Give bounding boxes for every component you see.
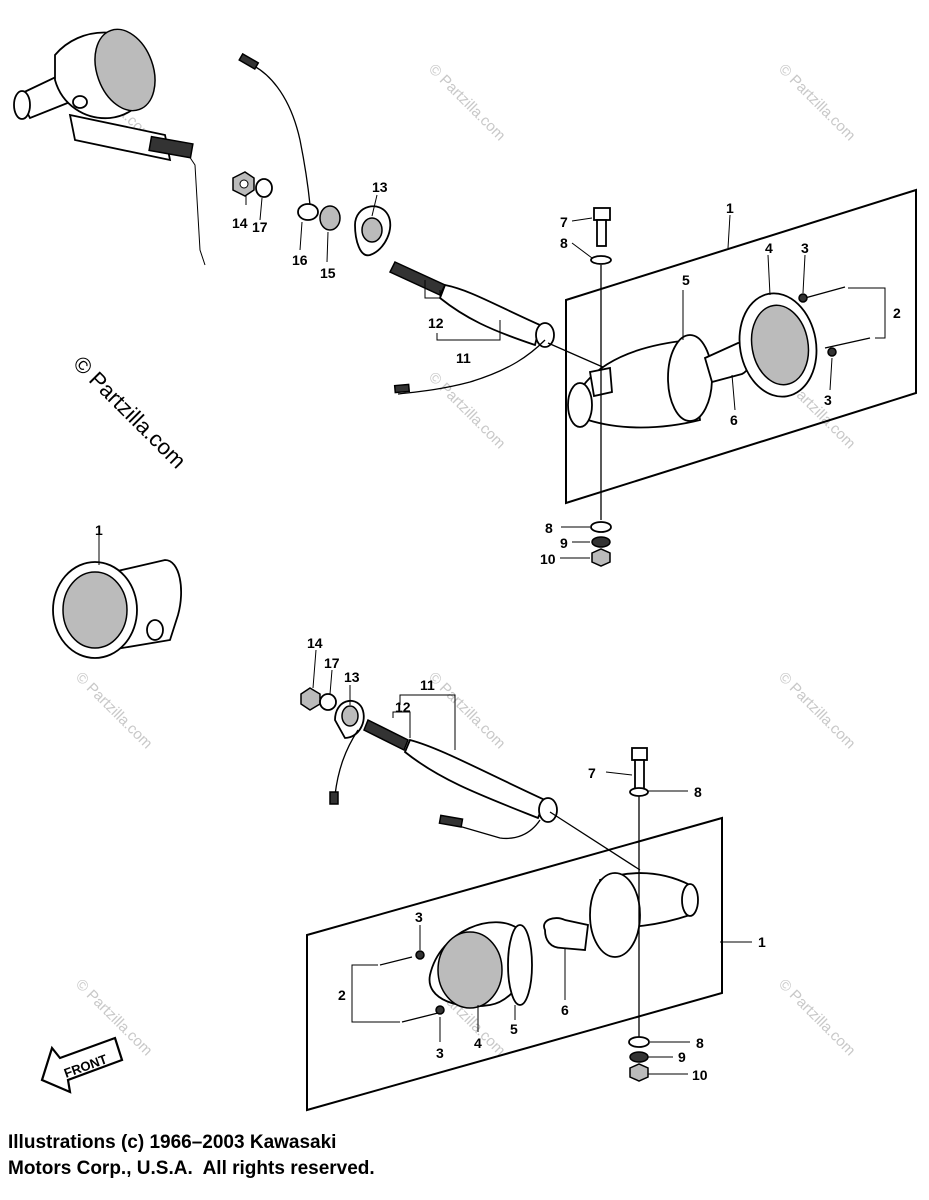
callout-14-bottom: 14 — [307, 635, 323, 651]
callout-16: 16 — [292, 252, 308, 268]
stem-11-bottom — [363, 718, 558, 840]
callout-11: 11 — [456, 350, 471, 366]
callout-3b: 3 — [824, 392, 832, 408]
callout-3b-bottom: 3 — [436, 1045, 444, 1061]
bolt-7-bottom — [628, 747, 650, 1082]
wire-connector — [238, 52, 260, 70]
callout-8b: 8 — [545, 520, 553, 536]
stem-11 — [388, 261, 555, 395]
leader-lines-bottom — [312, 649, 752, 1075]
rim-5-bottom — [507, 924, 533, 1006]
watermark-text: © Partzilla.com — [775, 976, 858, 1059]
lens-4 — [738, 292, 818, 398]
leader-line — [549, 811, 641, 871]
bulb-6-bottom — [543, 917, 589, 951]
nut-3a-bottom — [415, 950, 425, 960]
ring-16 — [297, 203, 319, 221]
callout-10: 10 — [540, 551, 556, 567]
screw-2a-bottom — [379, 956, 413, 966]
detail-panel-bottom — [306, 816, 723, 1112]
leader-line — [547, 342, 606, 369]
callout-4: 4 — [765, 240, 773, 256]
nut-3b-bottom — [435, 1005, 445, 1015]
watermark-text: © Partzilla.com — [425, 369, 508, 452]
callout-11-bottom: 11 — [420, 677, 435, 693]
callout-9: 9 — [560, 535, 568, 551]
copyright-line-1: Illustrations (c) 1966–2003 Kawasaki — [8, 1132, 337, 1153]
lens-4-bottom — [428, 921, 533, 1009]
callouts-bottom: 14 17 13 11 12 7 8 1 3 2 3 4 5 6 8 9 10 — [307, 635, 766, 1083]
nut-14 — [232, 171, 255, 197]
watermark-text: © Partzilla.com — [775, 669, 858, 752]
lock-washer-17-bottom — [319, 693, 337, 711]
callout-7: 7 — [560, 214, 568, 230]
callout-1: 1 — [726, 200, 734, 216]
front-arrow-icon: FRONT — [40, 1036, 124, 1094]
callout-12: 12 — [428, 315, 444, 331]
watermarks: © Partzilla.com © Partzilla.com © Partzi… — [68, 61, 858, 1059]
watermark-text: © Partzilla.com — [425, 669, 508, 752]
grommet-13-bottom-inner — [341, 705, 359, 727]
callout-14: 14 — [232, 215, 248, 231]
lamp-housing-bottom — [589, 872, 699, 958]
watermark-text: © Partzilla.com — [775, 61, 858, 144]
callout-17-bottom: 17 — [324, 655, 340, 671]
watermark-text-large: © Partzilla.com — [68, 351, 191, 474]
callout-13-bottom: 13 — [344, 669, 360, 685]
assembled-turn-signal: 1 — [52, 522, 182, 659]
callout-8a-bottom: 8 — [694, 784, 702, 800]
callout-5: 5 — [682, 272, 690, 288]
grommet-13-inner — [361, 217, 383, 243]
nut-14-bottom — [300, 687, 321, 711]
callout-2: 2 — [893, 305, 901, 321]
callout-4-bottom: 4 — [474, 1035, 482, 1051]
wire-connector-bottom — [329, 791, 339, 805]
grommet-15 — [319, 205, 341, 231]
callouts-top: 14 17 16 15 13 12 11 1 5 4 3 2 3 6 7 8 8… — [232, 179, 901, 567]
callout-17: 17 — [252, 219, 268, 235]
watermark-text: © Partzilla.com — [72, 669, 155, 752]
callout-9-bottom: 9 — [678, 1049, 686, 1065]
wire-lead-bottom — [334, 729, 359, 796]
mounted-turn-signal-top-left — [13, 28, 206, 266]
bottom-assembly: 14 17 13 11 12 7 8 1 3 2 3 4 5 6 8 9 10 — [300, 635, 766, 1112]
callout-1-assembled: 1 — [95, 522, 103, 538]
callout-6: 6 — [730, 412, 738, 428]
callout-8a: 8 — [560, 235, 568, 251]
callout-15: 15 — [320, 265, 336, 281]
wire-lead — [244, 61, 311, 206]
nut-3b — [827, 347, 837, 357]
copyright-notice: Illustrations (c) 1966–2003 Kawasaki Mot… — [8, 1130, 375, 1182]
bolt-7-top — [590, 207, 612, 567]
callout-8b-bottom: 8 — [696, 1035, 704, 1051]
top-assembly: 14 17 16 15 13 12 11 1 5 4 3 2 3 6 7 8 8… — [13, 28, 917, 567]
screw-2b-bottom — [401, 1012, 439, 1023]
detail-panel-top — [565, 188, 917, 505]
leader-lines-top — [245, 194, 886, 559]
callout-2-bottom: 2 — [338, 987, 346, 1003]
lock-washer-17 — [255, 178, 273, 198]
watermark-text: © Partzilla.com — [425, 61, 508, 144]
callout-10-bottom: 10 — [692, 1067, 708, 1083]
callout-3a-bottom: 3 — [415, 909, 423, 925]
callout-12-bottom: 12 — [395, 699, 411, 715]
parts-diagram: © Partzilla.com © Partzilla.com © Partzi… — [13, 28, 917, 1112]
callout-3a: 3 — [801, 240, 809, 256]
screw-2a — [804, 286, 846, 299]
callout-5-bottom: 5 — [510, 1021, 518, 1037]
copyright-line-2: Motors Corp., U.S.A. All rights reserved… — [8, 1158, 375, 1179]
callout-7-bottom: 7 — [588, 765, 596, 781]
nut-3a — [798, 293, 808, 303]
callout-6-bottom: 6 — [561, 1002, 569, 1018]
callout-13: 13 — [372, 179, 388, 195]
callout-1-bottom: 1 — [758, 934, 766, 950]
lamp-housing-5 — [567, 334, 713, 429]
screw-2b — [824, 337, 871, 349]
